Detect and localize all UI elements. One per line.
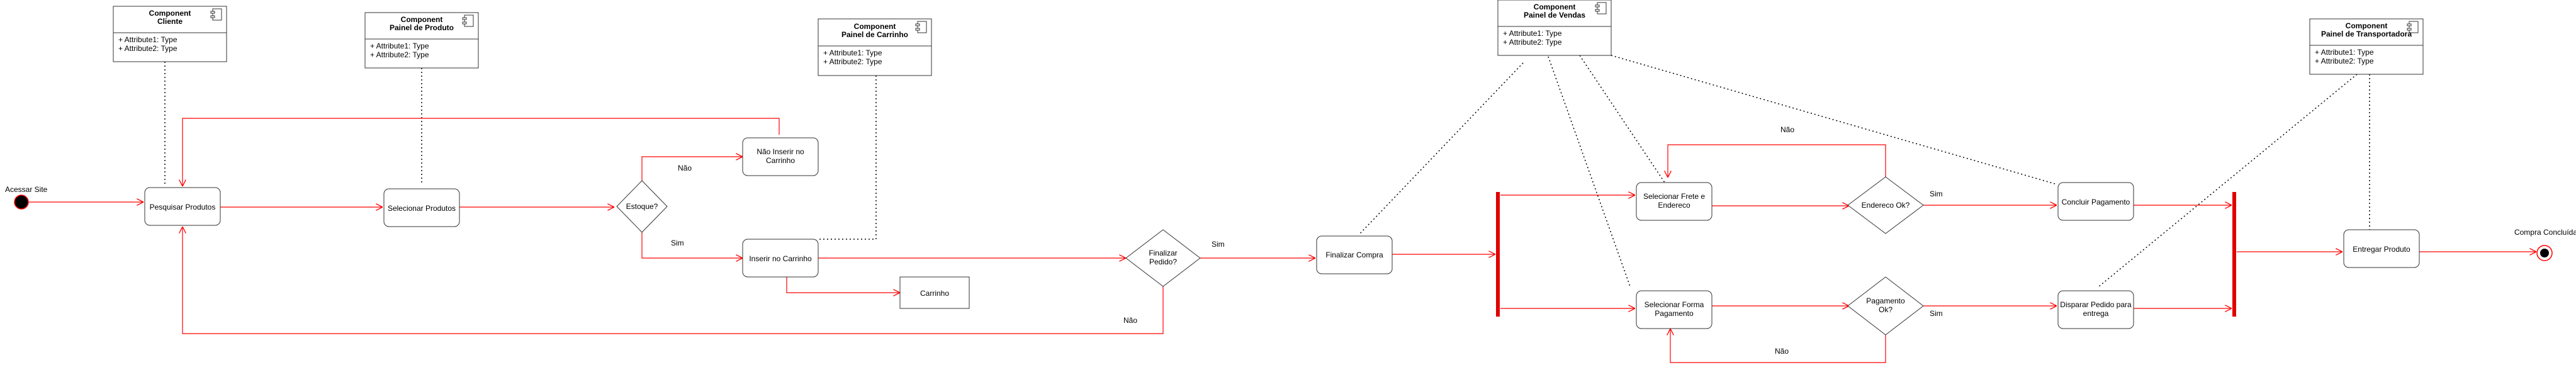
flow-finalizarq-pesquisar — [183, 227, 1164, 334]
final-node: Compra Concluída — [2514, 228, 2576, 261]
flow-naoinserir-pesquisar — [183, 118, 780, 186]
component-name: Painel de Carrinho — [841, 30, 908, 39]
component-attribute: + Attribute2: Type — [1503, 38, 1562, 47]
guard-label: Não — [1775, 347, 1789, 356]
component-attribute: + Attribute1: Type — [1503, 29, 1562, 38]
component-attribute: + Attribute1: Type — [370, 42, 429, 50]
activity-label: Finalizar Compra — [1325, 251, 1383, 259]
guard-label: Sim — [671, 239, 684, 247]
activity-label: entrega — [2083, 309, 2109, 318]
component-painel-transportadora[interactable]: Component Painel de Transportadora + Att… — [2309, 18, 2424, 75]
component-attribute: + Attribute2: Type — [370, 50, 429, 59]
activity-inserir-carrinho[interactable]: Inserir no Carrinho — [742, 239, 819, 278]
component-stereotype: Component — [2346, 21, 2388, 30]
object-label: Carrinho — [920, 289, 949, 298]
component-stereotype: Component — [149, 9, 191, 18]
final-label: Compra Concluída — [2514, 228, 2576, 237]
flow-enderecoq-frete — [1668, 144, 1886, 178]
component-icon — [462, 14, 474, 27]
component-painel-carrinho[interactable]: Component Painel de Carrinho + Attribute… — [818, 18, 932, 76]
activity-label: Selecionar Forma — [1645, 300, 1704, 309]
decision-label: Ok? — [1879, 305, 1893, 314]
join-bar — [2232, 192, 2236, 317]
component-cliente[interactable]: Component Cliente + Attribute1: Type + A… — [113, 6, 227, 62]
activity-selecionar-pagamento[interactable]: Selecionar Forma Pagamento — [1636, 290, 1713, 329]
guard-label: Não — [1123, 316, 1137, 325]
component-attribute: + Attribute2: Type — [823, 57, 882, 66]
decision-finalizar-pedido[interactable]: Finalizar Pedido? — [1125, 229, 1201, 287]
component-attribute: + Attribute2: Type — [2315, 57, 2374, 65]
component-icon — [210, 8, 222, 21]
component-attribute: + Attribute1: Type — [2315, 48, 2374, 57]
flow-estoque-inserir — [641, 220, 743, 258]
component-icon — [915, 21, 927, 33]
control-flows — [29, 118, 2536, 363]
activity-pesquisar-produtos[interactable]: Pesquisar Produtos — [144, 187, 221, 226]
component-attribute: + Attribute1: Type — [118, 35, 177, 44]
fork-bar — [1496, 192, 1500, 317]
component-painel-produto[interactable]: Component Painel de Produto + Attribute1… — [364, 12, 479, 69]
dependency-vendas-finalizar — [1359, 62, 1524, 235]
dependency-vendas-pagamento — [1548, 56, 1631, 287]
component-stereotype: Component — [854, 22, 896, 31]
activity-selecionar-frete[interactable]: Selecionar Frete e Endereco — [1636, 182, 1713, 221]
initial-node: Acessar Site — [5, 185, 48, 210]
dependency-transp-disparar — [2098, 74, 2358, 287]
activity-label: Disparar Pedido para — [2060, 300, 2132, 309]
component-icon — [2407, 21, 2419, 33]
activity-label: Entregar Produto — [2353, 245, 2410, 254]
component-painel-vendas[interactable]: Component Painel de Vendas + Attribute1:… — [1497, 0, 1612, 56]
activity-concluir-pagamento[interactable]: Concluir Pagamento — [2057, 182, 2134, 221]
decision-label: Endereco Ok? — [1862, 201, 1910, 210]
guard-label: Sim — [1930, 189, 1943, 198]
activity-label: Pagamento — [1655, 309, 1694, 318]
component-name: Painel de Vendas — [1524, 11, 1585, 20]
guard-label: Não — [678, 164, 692, 172]
component-icon — [1595, 2, 1607, 14]
dependency-vendas-frete — [1579, 55, 1665, 183]
decision-label: Pedido? — [1149, 257, 1177, 266]
dependency-carrinho — [818, 76, 877, 240]
decision-endereco-ok[interactable]: Endereco Ok? — [1847, 176, 1924, 234]
component-name: Painel de Produto — [390, 23, 454, 32]
initial-label: Acessar Site — [5, 185, 48, 194]
guard-label: Não — [1780, 125, 1794, 134]
flow-inserir-carrinho — [786, 276, 900, 293]
guard-label: Sim — [1930, 309, 1943, 318]
activity-label: Selecionar Frete e — [1643, 192, 1705, 201]
guard-labels: Não Sim Sim Não Não Sim Sim Não — [671, 125, 1943, 356]
activity-label: Pesquisar Produtos — [150, 203, 216, 211]
flow-estoque-naoinserir — [641, 157, 743, 194]
activity-selecionar-produtos[interactable]: Selecionar Produtos — [383, 188, 460, 227]
activity-label: Inserir no Carrinho — [749, 254, 812, 263]
component-name: Painel de Transportadora — [2321, 30, 2412, 38]
decision-label: Finalizar — [1149, 249, 1177, 257]
activity-nao-inserir-carrinho[interactable]: Não Inserir no Carrinho — [742, 137, 819, 176]
decision-label: Estoque? — [626, 202, 658, 211]
activity-label: Selecionar Produtos — [388, 204, 456, 213]
decision-label: Pagamento — [1866, 296, 1905, 305]
activity-entregar-produto[interactable]: Entregar Produto — [2343, 229, 2420, 268]
activity-label: Endereco — [1658, 201, 1690, 210]
dependency-vendas-concluir — [1611, 55, 2056, 184]
activity-disparar-pedido[interactable]: Disparar Pedido para entrega — [2057, 290, 2134, 329]
component-stereotype: Component — [401, 15, 443, 24]
decision-pagamento-ok[interactable]: Pagamento Ok? — [1847, 276, 1924, 335]
component-name: Cliente — [157, 17, 183, 26]
dependency-lines — [164, 55, 2370, 287]
component-attribute: + Attribute1: Type — [823, 48, 882, 57]
decision-estoque[interactable]: Estoque? — [616, 180, 668, 233]
activity-label: Carrinho — [766, 156, 795, 165]
activity-label: Não Inserir no — [756, 147, 804, 156]
component-attribute: + Attribute2: Type — [118, 44, 177, 53]
flow-pagamentoq-pagamento — [1670, 329, 1886, 363]
component-stereotype: Component — [1534, 3, 1576, 11]
object-carrinho[interactable]: Carrinho — [899, 276, 970, 309]
activity-label: Concluir Pagamento — [2062, 198, 2130, 206]
guard-label: Sim — [1212, 240, 1225, 249]
activity-finalizar-compra[interactable]: Finalizar Compra — [1316, 235, 1393, 274]
